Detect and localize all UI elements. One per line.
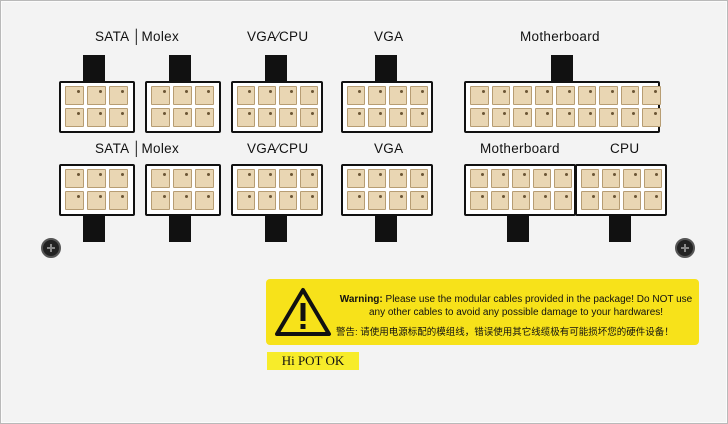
screw-left-icon — [41, 238, 61, 258]
label-motherboard-bottom: Motherboard — [480, 141, 560, 156]
warning-triangle-icon — [275, 288, 331, 336]
warning-text: Warning: Please use the modular cables p… — [336, 293, 696, 319]
warning-label: Warning: Please use the modular cables p… — [266, 279, 699, 345]
label-sata-molex-bottom: SATA │Molex — [95, 141, 180, 156]
label-vga-cpu-bottom: VGA⁄CPU — [247, 141, 309, 156]
label-vga-top: VGA — [374, 29, 404, 44]
label-sata-molex-top: SATA │Molex — [95, 29, 180, 44]
label-vga-cpu-top: VGA⁄CPU — [247, 29, 309, 44]
warning-body: Please use the modular cables provided i… — [368, 294, 693, 318]
screw-right-icon — [675, 238, 695, 258]
warning-cn: 警告: 请使用电源标配的模组线，错误使用其它线缆极有可能损坏您的硬件设备！ — [336, 324, 674, 338]
label-motherboard-top: Motherboard — [520, 29, 600, 44]
label-cpu-bottom: CPU — [610, 141, 640, 156]
warning-prefix: Warning: — [339, 294, 383, 305]
label-vga-bottom: VGA — [374, 141, 404, 156]
warning-cn-text: 请使用电源标配的模组线，错误使用其它线缆极有可能损坏您的硬件设备！ — [360, 327, 674, 338]
warning-cn-prefix: 警告: — [336, 327, 358, 338]
hipot-sticker: Hi POT OK — [267, 352, 359, 370]
